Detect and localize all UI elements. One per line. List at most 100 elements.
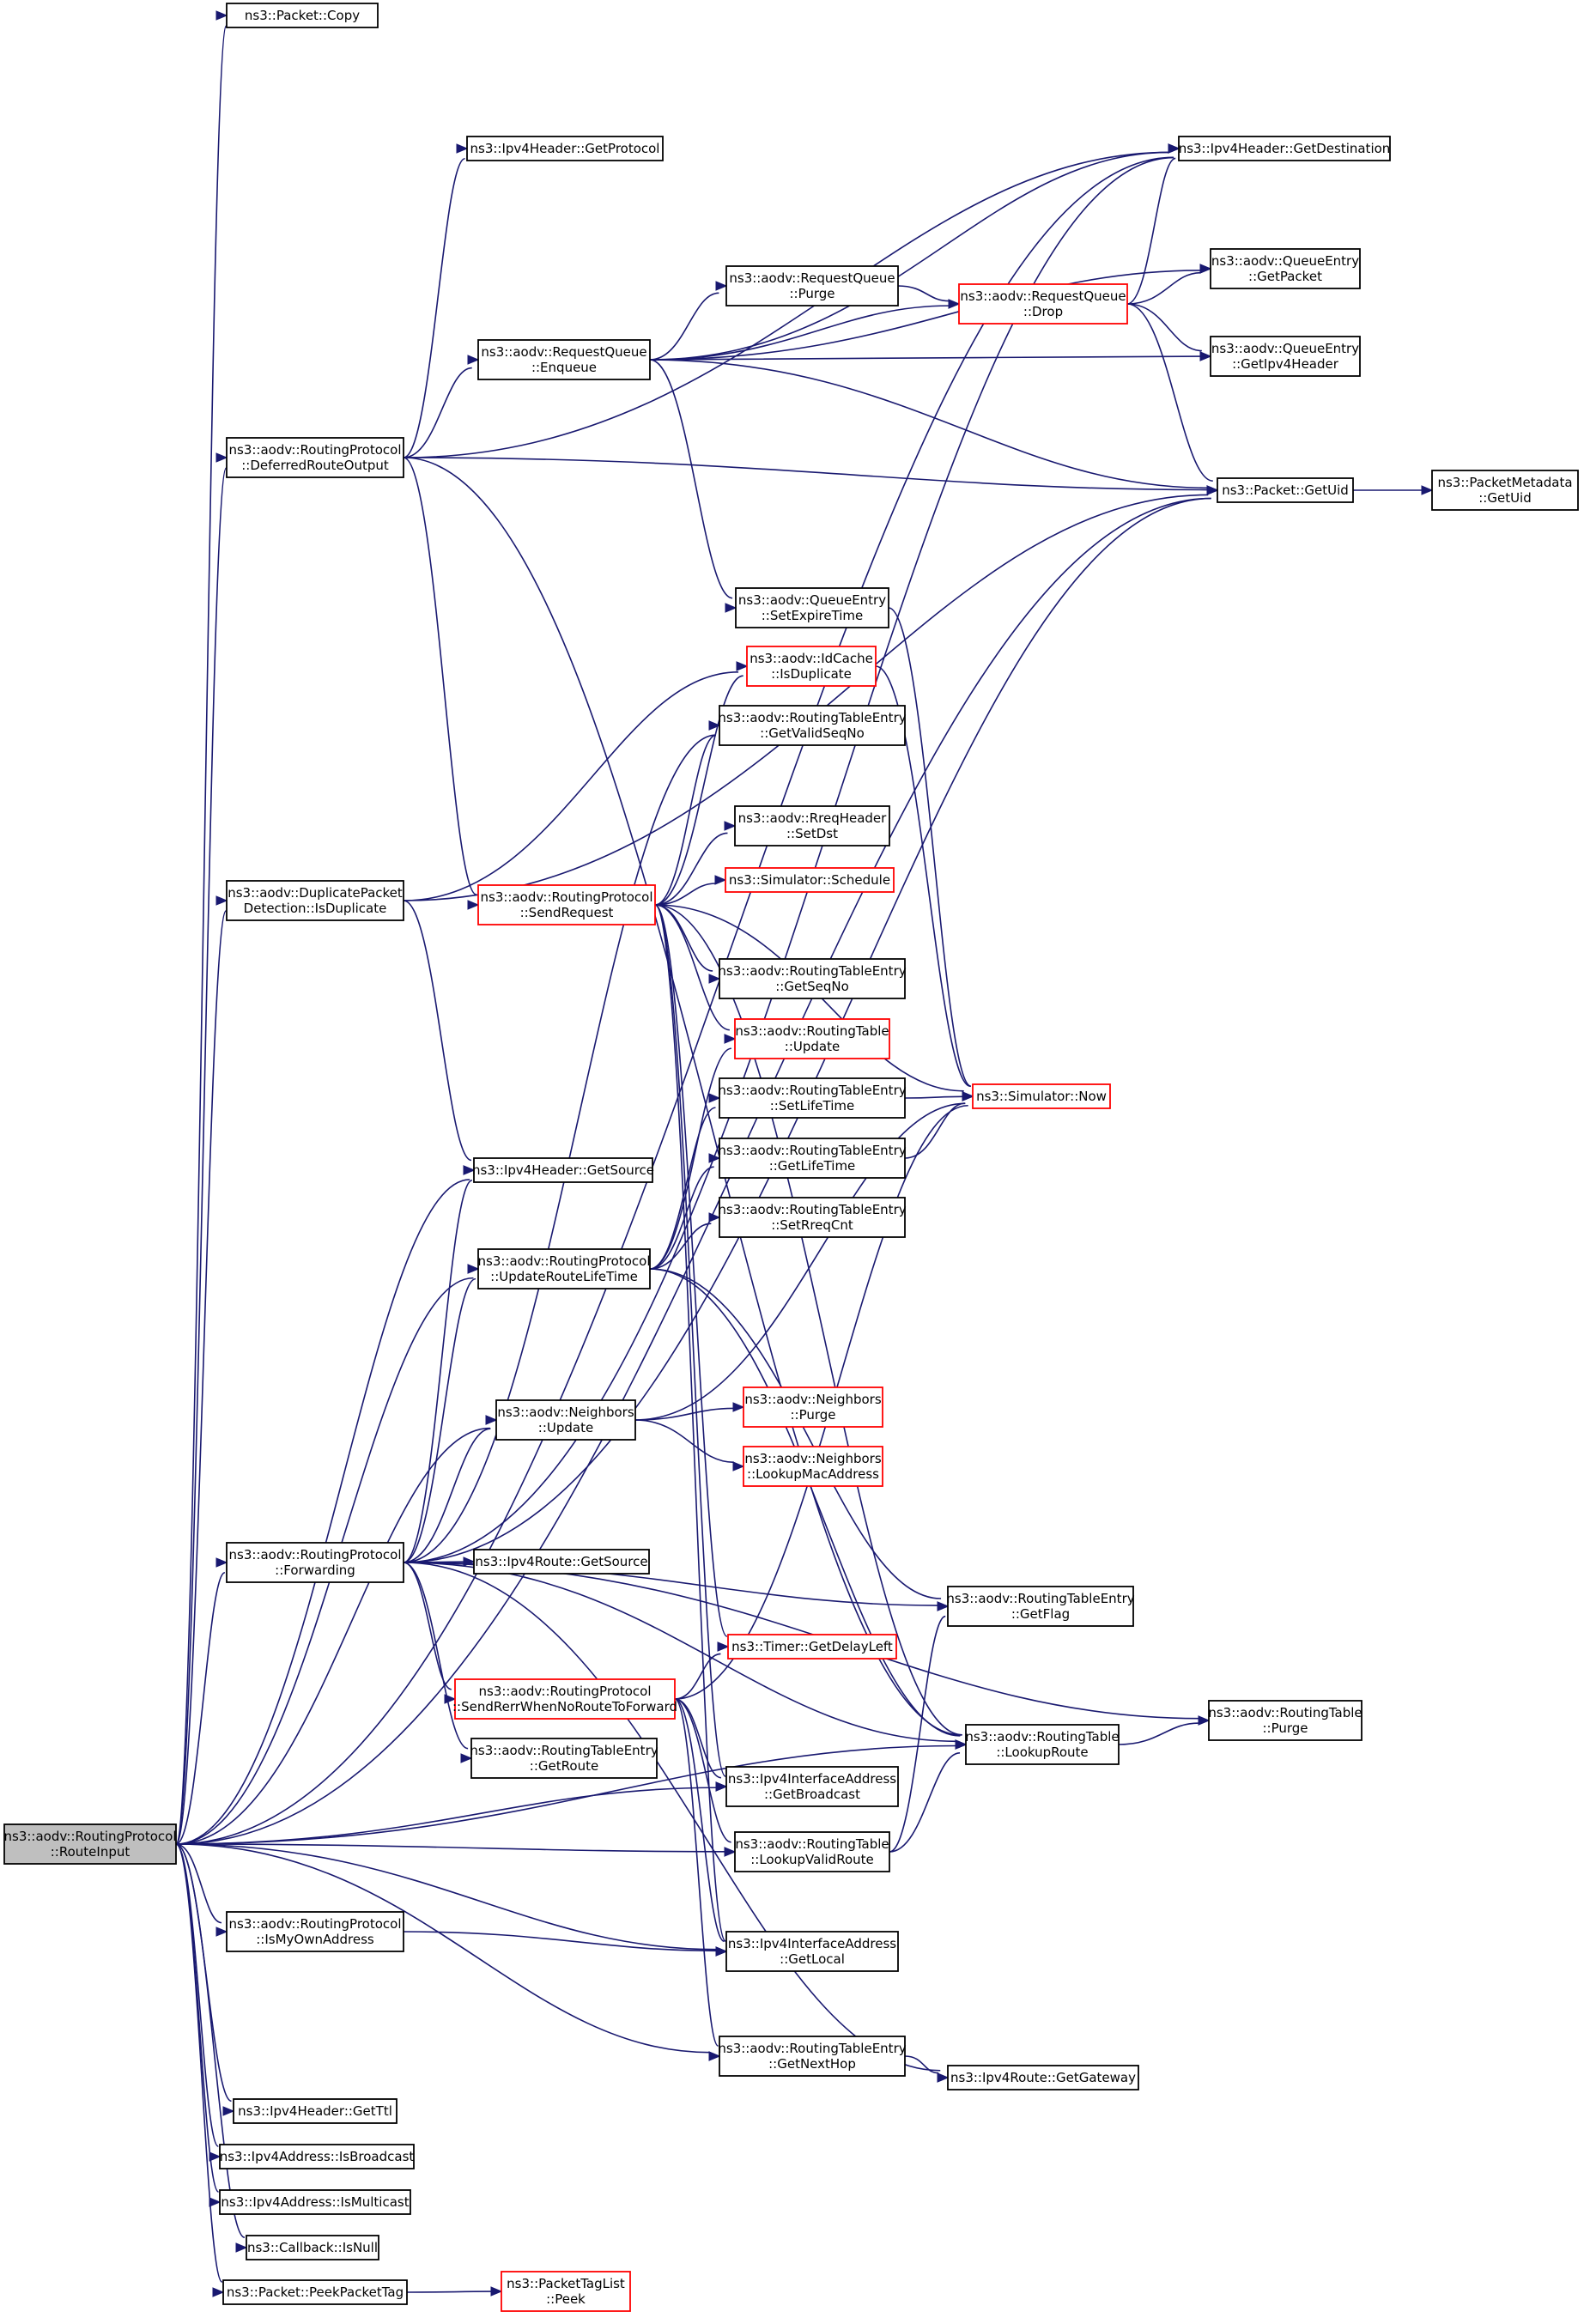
node-box[interactable]: [725, 1931, 899, 1972]
node-box[interactable]: [473, 1549, 650, 1575]
node-box[interactable]: [3, 1823, 177, 1865]
node-is-broadcast[interactable]: ns3::Ipv4Address::IsBroadcast: [219, 2144, 415, 2169]
node-rq-purge[interactable]: ns3::aodv::RequestQueue::Purge: [725, 265, 899, 306]
node-update-route-lifetime[interactable]: ns3::aodv::RoutingProtocol::UpdateRouteL…: [477, 1248, 651, 1289]
node-box[interactable]: [947, 2065, 1139, 2090]
node-box[interactable]: [735, 587, 889, 628]
node-box[interactable]: [219, 2144, 415, 2169]
node-box[interactable]: [719, 1077, 906, 1119]
node-rreq-set-dst[interactable]: ns3::aodv::RreqHeader::SetDst: [734, 805, 890, 846]
node-box[interactable]: [958, 283, 1128, 325]
node-rt-update[interactable]: ns3::aodv::RoutingTable::Update: [734, 1018, 890, 1059]
node-rte-get-route[interactable]: ns3::aodv::RoutingTableEntry::GetRoute: [470, 1738, 658, 1779]
node-send-rerr[interactable]: ns3::aodv::RoutingProtocol::SendRerrWhen…: [452, 1678, 677, 1720]
node-simulator-now[interactable]: ns3::Simulator::Now: [972, 1083, 1111, 1109]
node-neighbors-update[interactable]: ns3::aodv::Neighbors::Update: [495, 1399, 636, 1441]
node-idcache-is-duplicate[interactable]: ns3::aodv::IdCache::IsDuplicate: [746, 646, 877, 687]
node-rte-get-next-hop[interactable]: ns3::aodv::RoutingTableEntry::GetNextHop: [718, 2036, 907, 2077]
node-box[interactable]: [1431, 470, 1579, 511]
node-send-request[interactable]: ns3::aodv::RoutingProtocol::SendRequest: [477, 884, 656, 925]
node-qe-get-ipv4-header[interactable]: ns3::aodv::QueueEntry::GetIpv4Header: [1210, 336, 1361, 377]
node-box[interactable]: [725, 867, 895, 893]
node-route-input[interactable]: ns3::aodv::RoutingProtocol::RouteInput: [3, 1823, 177, 1865]
node-ipv4route-get-source[interactable]: ns3::Ipv4Route::GetSource: [473, 1549, 650, 1575]
node-rte-set-rreq-cnt[interactable]: ns3::aodv::RoutingTableEntry::SetRreqCnt: [718, 1197, 907, 1238]
node-box[interactable]: [477, 884, 656, 925]
node-box[interactable]: [226, 437, 404, 478]
node-ifaddr-get-local[interactable]: ns3::Ipv4InterfaceAddress::GetLocal: [725, 1931, 899, 1972]
node-rte-get-flag[interactable]: ns3::aodv::RoutingTableEntry::GetFlag: [946, 1586, 1135, 1627]
node-box[interactable]: [1217, 477, 1354, 503]
node-rte-set-lifetime[interactable]: ns3::aodv::RoutingTableEntry::SetLifeTim…: [718, 1077, 907, 1119]
node-box[interactable]: [466, 136, 664, 161]
node-forwarding[interactable]: ns3::aodv::RoutingProtocol::Forwarding: [226, 1542, 404, 1583]
node-peek-packet-tag[interactable]: ns3::Packet::PeekPacketTag: [222, 2279, 408, 2305]
node-qe-set-expire-time[interactable]: ns3::aodv::QueueEntry::SetExpireTime: [735, 587, 889, 628]
node-is-my-own-address[interactable]: ns3::aodv::RoutingProtocol::IsMyOwnAddre…: [226, 1911, 404, 1952]
node-rte-get-valid-seq-no[interactable]: ns3::aodv::RoutingTableEntry::GetValidSe…: [718, 705, 907, 746]
node-box[interactable]: [725, 1766, 899, 1807]
node-box[interactable]: [477, 339, 651, 380]
node-box[interactable]: [719, 1138, 906, 1179]
node-rq-drop[interactable]: ns3::aodv::RequestQueue::Drop: [958, 283, 1128, 325]
node-box[interactable]: [1210, 336, 1361, 377]
node-get-ttl[interactable]: ns3::Ipv4Header::GetTtl: [233, 2098, 398, 2124]
node-ifaddr-get-broadcast[interactable]: ns3::Ipv4InterfaceAddress::GetBroadcast: [725, 1766, 899, 1807]
node-rt-lookup-valid-route[interactable]: ns3::aodv::RoutingTable::LookupValidRout…: [734, 1831, 890, 1872]
node-box[interactable]: [233, 2098, 398, 2124]
node-packet-tag-list-peek[interactable]: ns3::PacketTagList::Peek: [501, 2271, 631, 2312]
node-dpd-is-duplicate[interactable]: ns3::aodv::DuplicatePacketDetection::IsD…: [226, 880, 404, 921]
node-box[interactable]: [226, 880, 404, 921]
node-box[interactable]: [501, 2271, 631, 2312]
node-box[interactable]: [219, 2189, 411, 2215]
node-box[interactable]: [719, 705, 906, 746]
node-ipv4header-get-protocol[interactable]: ns3::Ipv4Header::GetProtocol: [466, 136, 664, 161]
node-ipv4header-get-source[interactable]: ns3::Ipv4Header::GetSource: [472, 1157, 654, 1183]
node-box[interactable]: [1178, 136, 1391, 161]
node-box[interactable]: [734, 1018, 890, 1059]
node-packet-copy[interactable]: ns3::Packet::Copy: [226, 3, 379, 28]
node-box[interactable]: [226, 3, 379, 28]
node-box[interactable]: [727, 1634, 897, 1660]
node-is-multicast[interactable]: ns3::Ipv4Address::IsMulticast: [219, 2189, 411, 2215]
node-neighbors-purge[interactable]: ns3::aodv::Neighbors::Purge: [743, 1387, 883, 1428]
node-box[interactable]: [477, 1248, 651, 1289]
node-simulator-schedule[interactable]: ns3::Simulator::Schedule: [725, 867, 895, 893]
node-rte-get-lifetime[interactable]: ns3::aodv::RoutingTableEntry::GetLifeTim…: [718, 1138, 907, 1179]
node-rt-lookup-route[interactable]: ns3::aodv::RoutingTable::LookupRoute: [965, 1724, 1120, 1765]
node-ipv4route-get-gateway[interactable]: ns3::Ipv4Route::GetGateway: [947, 2065, 1139, 2090]
node-qe-get-packet[interactable]: ns3::aodv::QueueEntry::GetPacket: [1210, 248, 1361, 289]
node-box[interactable]: [743, 1387, 883, 1428]
node-deferred-route-output[interactable]: ns3::aodv::RoutingProtocol::DeferredRout…: [226, 437, 404, 478]
node-box[interactable]: [226, 1542, 404, 1583]
node-ipv4header-get-destination[interactable]: ns3::Ipv4Header::GetDestination: [1178, 136, 1391, 161]
node-rt-purge[interactable]: ns3::aodv::RoutingTable::Purge: [1208, 1700, 1362, 1741]
node-box[interactable]: [226, 1911, 404, 1952]
node-box[interactable]: [746, 646, 877, 687]
node-box[interactable]: [719, 2036, 906, 2077]
node-box[interactable]: [725, 265, 899, 306]
node-box[interactable]: [947, 1586, 1134, 1627]
node-box[interactable]: [246, 2235, 379, 2260]
node-box[interactable]: [222, 2279, 408, 2305]
node-box[interactable]: [965, 1724, 1120, 1765]
node-neighbors-lookup-mac[interactable]: ns3::aodv::Neighbors::LookupMacAddress: [743, 1446, 883, 1487]
node-box[interactable]: [743, 1446, 883, 1487]
node-packet-get-uid[interactable]: ns3::Packet::GetUid: [1217, 477, 1354, 503]
node-box[interactable]: [470, 1738, 658, 1779]
node-packet-metadata-get-uid[interactable]: ns3::PacketMetadata::GetUid: [1431, 470, 1579, 511]
node-rte-get-seq-no[interactable]: ns3::aodv::RoutingTableEntry::GetSeqNo: [718, 958, 907, 999]
node-box[interactable]: [734, 805, 890, 846]
node-box[interactable]: [1210, 248, 1361, 289]
node-callback-is-null[interactable]: ns3::Callback::IsNull: [246, 2235, 379, 2260]
node-rq-enqueue[interactable]: ns3::aodv::RequestQueue::Enqueue: [477, 339, 651, 380]
node-box[interactable]: [734, 1831, 890, 1872]
node-box[interactable]: [719, 958, 906, 999]
node-box[interactable]: [454, 1678, 676, 1720]
node-box[interactable]: [495, 1399, 636, 1441]
node-box[interactable]: [1208, 1700, 1362, 1741]
node-timer-get-delay-left[interactable]: ns3::Timer::GetDelayLeft: [727, 1634, 897, 1660]
node-box[interactable]: [473, 1157, 653, 1183]
node-box[interactable]: [719, 1197, 906, 1238]
node-box[interactable]: [972, 1083, 1111, 1109]
